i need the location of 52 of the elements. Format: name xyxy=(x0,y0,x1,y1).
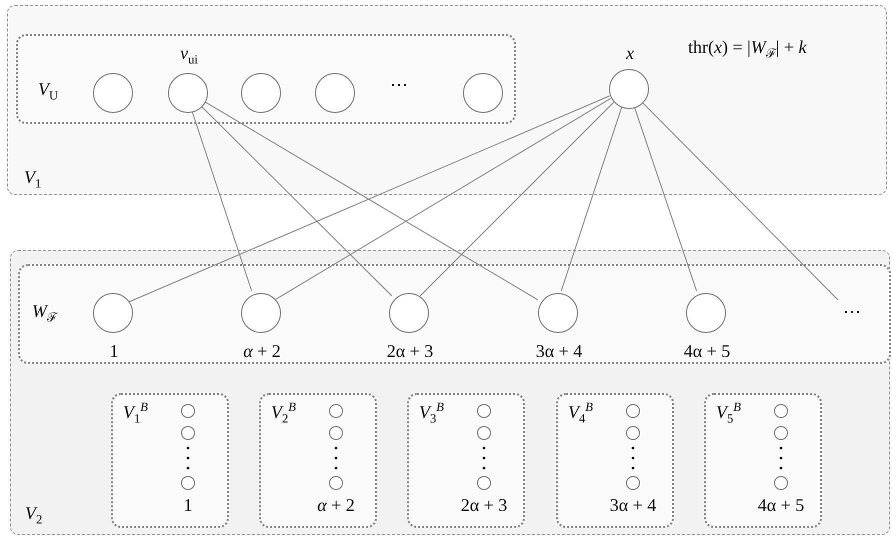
vertex-circle xyxy=(626,404,640,418)
vertex-circle xyxy=(181,426,195,440)
index-label: α + 2 xyxy=(317,496,355,516)
vertex-circle xyxy=(181,476,195,490)
vertex-label: x xyxy=(626,44,634,64)
vertex-set-box xyxy=(556,393,674,528)
vertex-set-box xyxy=(16,34,516,124)
vertex-circle xyxy=(626,426,640,440)
vertex-circle xyxy=(329,476,343,490)
index-label: 4α + 5 xyxy=(758,496,804,516)
vertex-circle xyxy=(315,73,355,113)
edge-line xyxy=(274,98,612,300)
vertex-circle xyxy=(241,73,281,113)
vertex-circle xyxy=(477,476,491,490)
vertex-circle xyxy=(774,476,788,490)
vertex-circle xyxy=(774,426,788,440)
set-label: V$_{U}$ xyxy=(38,80,58,104)
ellipsis-text: ⋯ xyxy=(843,303,861,323)
edge-line xyxy=(128,95,610,303)
vertex-label: α + 2 xyxy=(243,342,281,362)
set-label: W$_{ℱ}$ xyxy=(32,302,57,326)
vertex-label: 3α + 4 xyxy=(536,342,582,362)
vertex-label: 1 xyxy=(110,342,118,362)
vertex-circle xyxy=(181,404,195,418)
vertex-circle xyxy=(774,404,788,418)
vertex-set-box xyxy=(259,393,377,528)
index-label: 2α + 3 xyxy=(460,496,508,516)
vertex-set-box xyxy=(111,393,229,528)
set-label: V$_{1}$ xyxy=(24,168,42,192)
threshold-formula: thr(x) = |W$_{ℱ}$| + k xyxy=(688,38,807,62)
vertex-set-box xyxy=(18,264,891,364)
edge-line xyxy=(420,102,614,296)
vertex-circle xyxy=(93,73,133,113)
vertex-circle xyxy=(477,426,491,440)
set-label: V$_{2}$ xyxy=(25,504,42,528)
index-label: 3α + 4 xyxy=(610,496,656,516)
edge-line xyxy=(634,106,698,292)
vertex-set-box xyxy=(407,393,525,528)
vertex-circle xyxy=(329,426,343,440)
vertex-set-box xyxy=(704,393,822,528)
ellipsis-text: ⋯ xyxy=(390,76,408,96)
vertex-circle xyxy=(626,476,640,490)
vertex-label: 2α + 3 xyxy=(386,342,434,362)
group-panel xyxy=(10,250,890,535)
vertex-circle xyxy=(329,404,343,418)
vertex-circle xyxy=(463,73,503,113)
vertex-circle xyxy=(477,404,491,418)
edge-line xyxy=(642,102,839,300)
group-panel xyxy=(7,5,887,195)
edge-line xyxy=(560,106,622,292)
index-label: 1 xyxy=(184,496,192,516)
vertex-label: 4α + 5 xyxy=(684,342,730,362)
